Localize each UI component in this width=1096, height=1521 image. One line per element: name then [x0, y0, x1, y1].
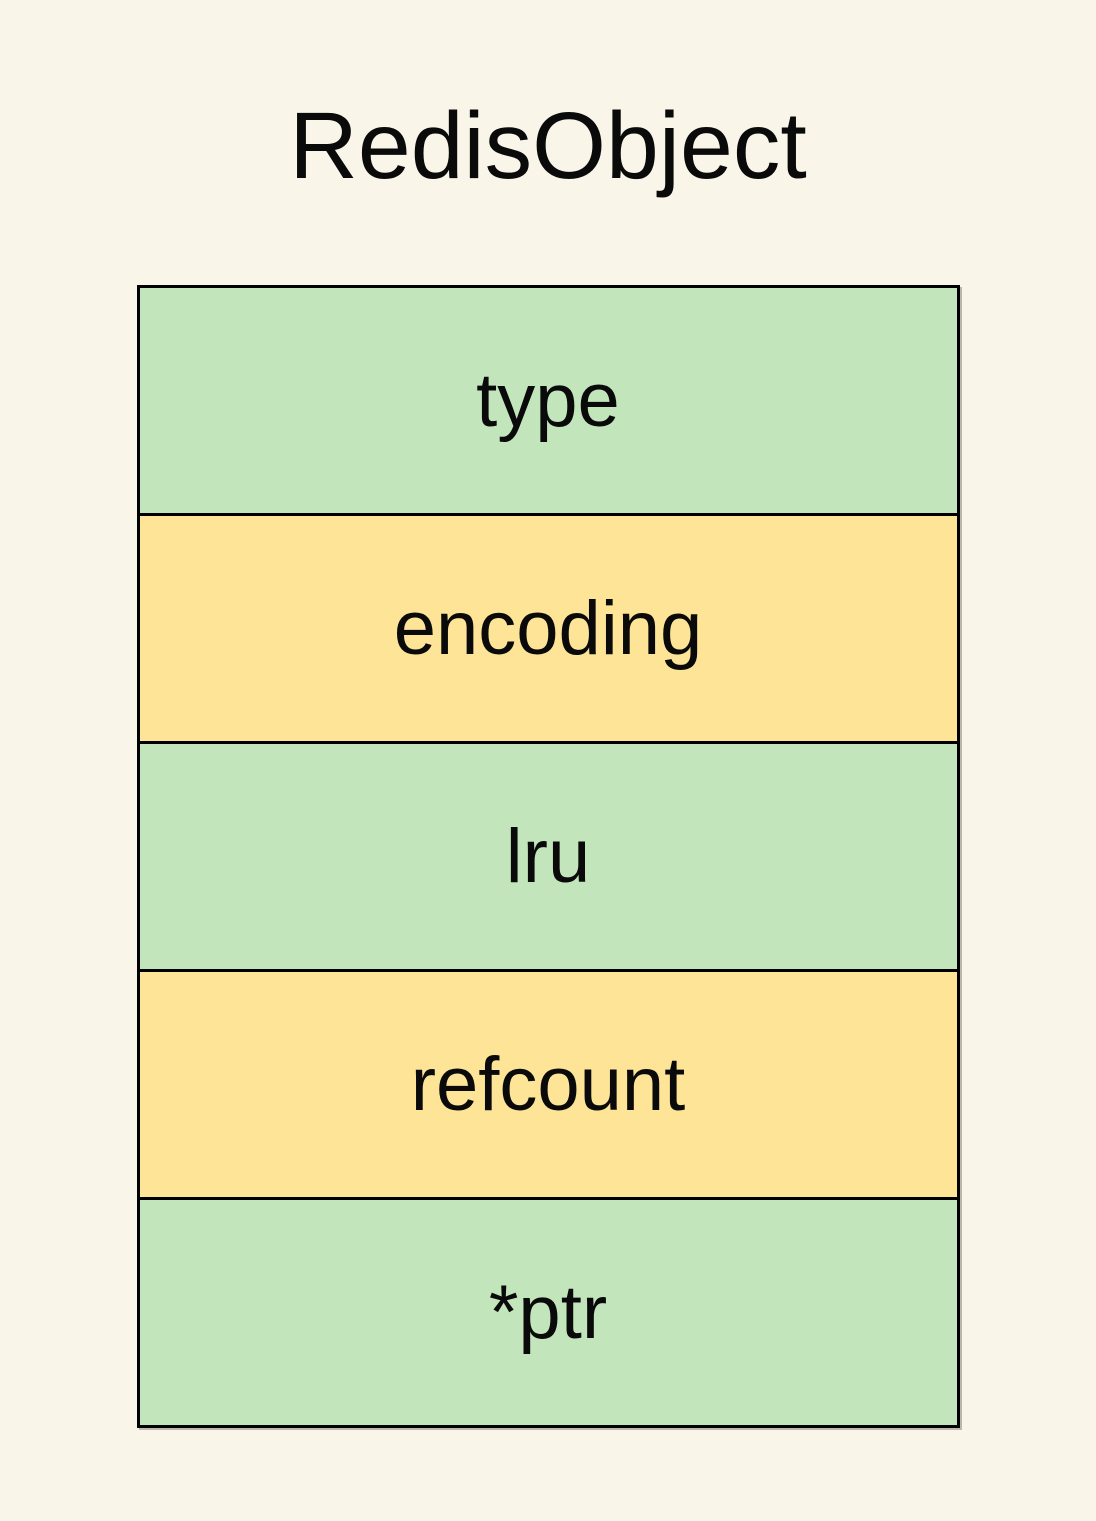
- struct-table: type encoding lru refcount *ptr: [136, 285, 960, 1429]
- struct-row: refcount: [139, 972, 957, 1198]
- struct-row-label: encoding: [393, 585, 703, 671]
- struct-row: encoding: [139, 516, 957, 742]
- struct-row-label: *ptr: [488, 1269, 608, 1355]
- struct-row: lru: [139, 744, 957, 970]
- struct-row-label: refcount: [410, 1041, 686, 1127]
- page-title: RedisObject: [289, 93, 807, 199]
- struct-row-label: type: [476, 357, 620, 443]
- struct-row: *ptr: [139, 1200, 957, 1426]
- struct-row-label: lru: [505, 813, 591, 899]
- struct-row: type: [139, 288, 957, 514]
